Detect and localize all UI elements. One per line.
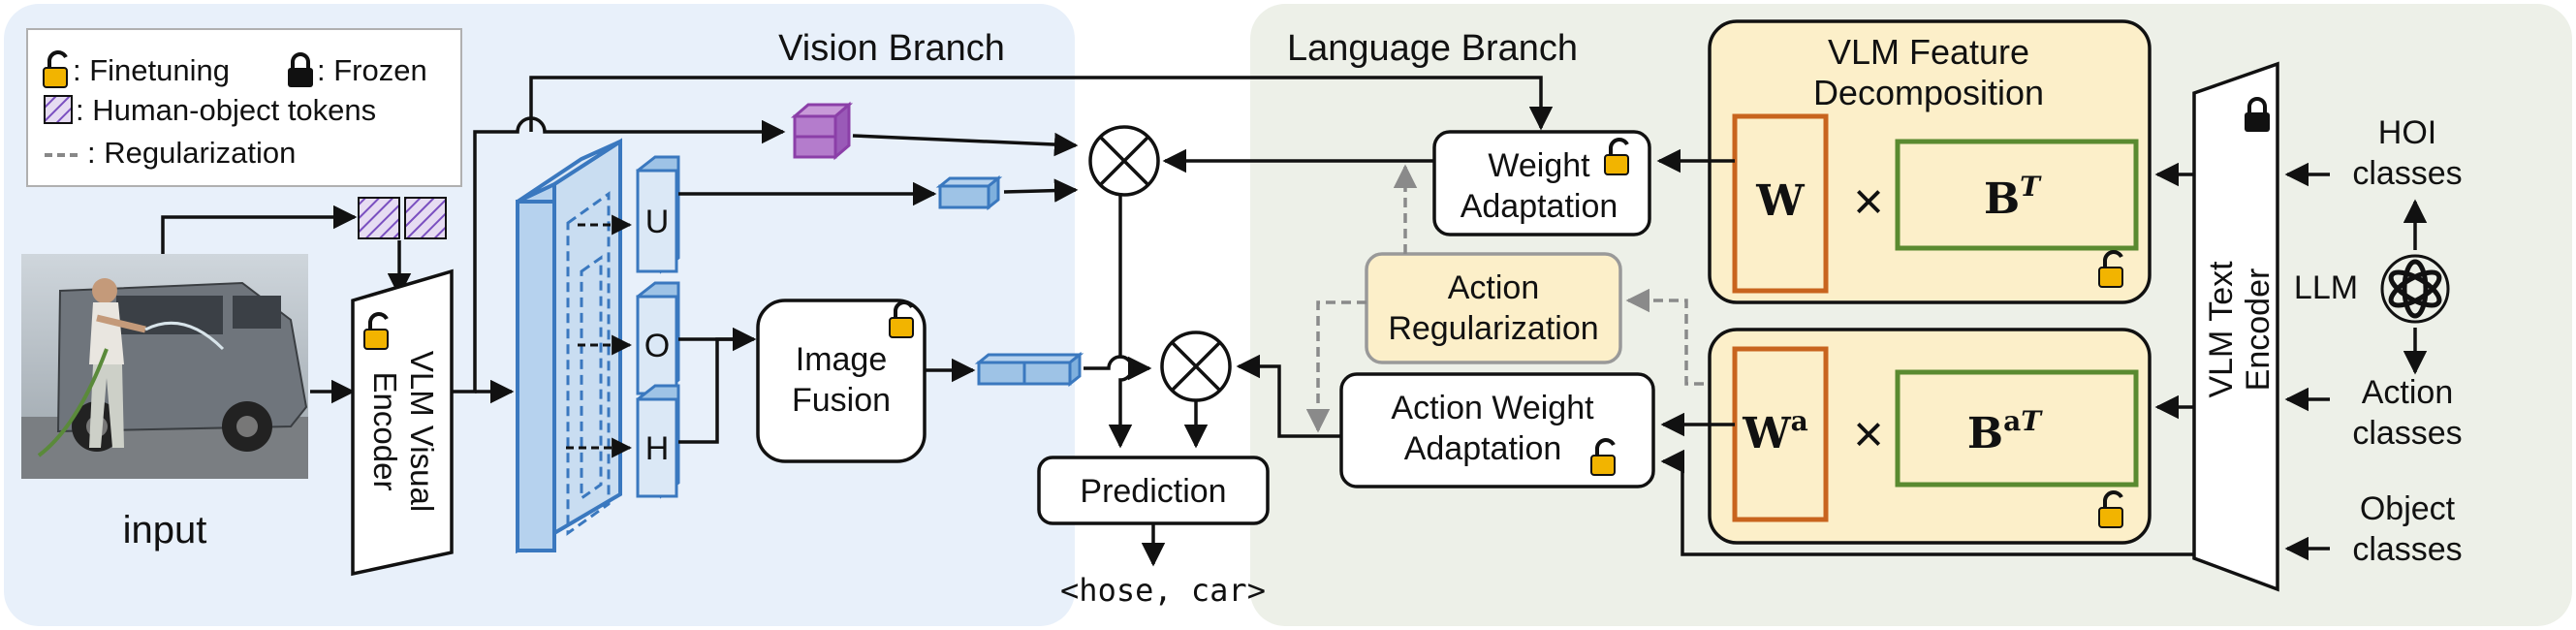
wa-matrix-label: Wa [1742,405,1808,458]
arrow-object-to-action-adapt [1660,449,2198,556]
weight-adaptation-label-2: Adaptation [1461,188,1618,225]
legend-frozen: : Frozen [317,53,427,87]
unlock-icon [43,50,68,88]
visual-encoder-label-1: VLM Visual [404,351,440,512]
arrow-h-to-fusion [678,327,757,444]
u-feature-token [935,174,1003,211]
hoi-token-2 [404,197,447,239]
feature-map [516,138,622,554]
arrow-to-hoi-cube [512,116,786,144]
vision-branch-title: Vision Branch [778,28,1005,69]
unlock-icon [1590,438,1616,476]
ba-matrix [1895,369,2139,488]
legend-regularization: : Regularization [87,136,296,170]
action-classes-label-2: classes [2352,415,2462,452]
multiply-operator-2 [1160,331,1232,402]
wa-matrix [1732,346,1829,522]
unlock-icon [889,300,914,338]
prediction-label: Prediction [1080,473,1226,510]
text-encoder-label-1: VLM Text [2203,261,2240,398]
weight-adaptation-label-1: Weight [1488,147,1590,184]
arrow-cube-to-multiply [852,132,1079,157]
legend-hoi-tokens: : Human-object tokens [76,93,376,127]
text-encoder-label-2: Encoder [2240,268,2277,392]
language-branch-title: Language Branch [1287,28,1578,69]
image-fusion-box [756,299,927,463]
vlm-text-encoder [2192,61,2279,592]
encoder-output-line [452,130,512,394]
action-classes-label-1: Action [2362,374,2454,411]
arrow-multiply1-to-prediction [1108,195,1134,449]
object-classes-label-2: classes [2352,531,2462,568]
token-u: U [636,155,680,274]
arrow-small-token-to-multiply [1003,178,1079,203]
llm-logo-icon [2380,254,2450,324]
input-label: input [123,509,207,551]
image-fusion-label-2: Fusion [792,382,891,419]
unlock-icon [2098,250,2123,288]
visual-encoder-label-2: Encoder [367,372,403,491]
hoi-feature-cube [790,101,854,161]
hoi-classes-label-1: HOI [2378,114,2436,151]
action-regularization-box [1365,252,1622,364]
arrow-top-to-weight-adaptation [529,76,1554,132]
image-fusion-label-1: Image [796,341,888,378]
lock-icon [2245,97,2270,132]
weight-adaptation-box [1432,130,1651,236]
prediction-output: <hose, car> [1060,572,1266,609]
unlock-icon [2098,490,2123,528]
ba-matrix-label: BaT [1967,405,2043,458]
action-weight-adaptation-box [1339,372,1655,488]
lock-icon [288,52,313,87]
decomposition-title-2: Decomposition [1813,73,2044,112]
hoi-token-swatch [44,95,73,124]
object-classes-label-1: Object [2360,490,2456,527]
action-regularization-label-2: Regularization [1388,310,1598,347]
arrow-input-to-tokens [161,205,358,254]
input-image [21,254,308,479]
action-regularization-label-1: Action [1448,269,1540,306]
w-matrix-label: W [1755,176,1805,226]
token-h: H [636,384,680,499]
arrow-action-adapt-to-multiply [1236,354,1341,438]
b-matrix-label: BT [1984,171,2042,224]
legend: : Finetuning : Frozen : Human-object tok… [26,28,462,187]
llm-label: LLM [2294,269,2358,306]
token-u-label: U [645,204,670,240]
w-matrix [1732,113,1829,294]
fused-feature-tokens [974,351,1084,388]
multiply-operator-1 [1088,125,1160,197]
token-h-label: H [645,430,670,467]
times-symbol-1: × [1853,173,1884,231]
unlock-icon [363,312,389,350]
action-weight-adaptation-label-1: Action Weight [1391,390,1594,426]
hoi-token-1 [358,197,400,239]
unlock-icon [1604,138,1629,175]
action-decomposition-panel [1708,328,2152,545]
token-o-label: O [644,328,670,364]
b-matrix [1895,139,2139,251]
hoi-classes-label-2: classes [2352,155,2462,192]
reg-arrow-to-action-adapt [1305,300,1367,433]
legend-finetuning: : Finetuning [73,53,230,87]
times-symbol-2: × [1853,405,1884,463]
arrow-tokens-to-multiply-2 [1084,355,1152,381]
token-o: O [636,281,680,396]
decomposition-title-1: VLM Feature [1828,32,2029,72]
action-weight-adaptation-label-2: Adaptation [1404,430,1562,467]
